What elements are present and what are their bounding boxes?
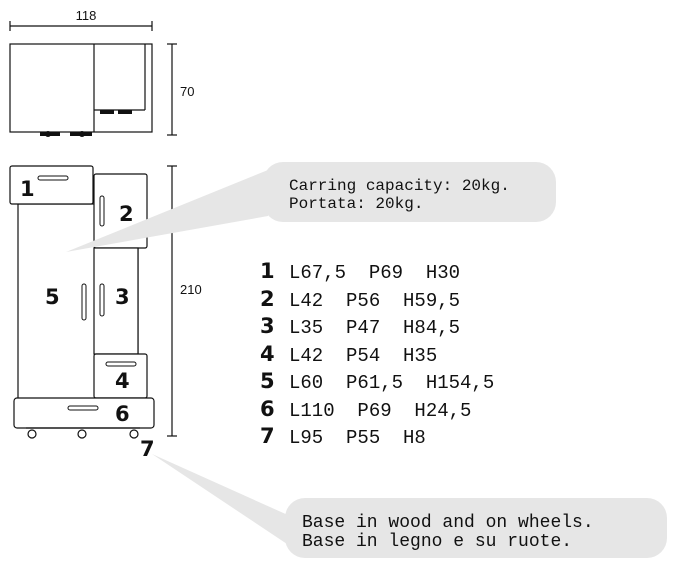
part-label-6: 6 <box>115 402 130 426</box>
base-callout: Base in wood and on wheels. Base in legn… <box>152 454 667 558</box>
spec-list: 1 L67,5 P69 H30 2 L42 P56 H59,5 3 L35 P4… <box>260 259 494 449</box>
wheel-right <box>129 429 139 439</box>
part-label-2: 2 <box>119 202 134 226</box>
module-1-handle <box>37 175 69 181</box>
top-view-outline <box>9 43 153 133</box>
part-label-3: 3 <box>115 285 130 309</box>
part-label-4: 4 <box>115 369 130 393</box>
top-view-wheel-2 <box>79 131 85 137</box>
spec-num-1: 1 <box>260 259 275 283</box>
top-view-wheel-1 <box>45 131 51 137</box>
spec-num-5: 5 <box>260 369 275 393</box>
height-dimension-label: 210 <box>180 282 202 297</box>
wheel-left <box>27 429 37 439</box>
base-callout-pointer <box>152 454 290 546</box>
spec-num-4: 4 <box>260 342 275 366</box>
part-label-7: 7 <box>140 437 155 461</box>
part-label-5: 5 <box>45 285 60 309</box>
base-text-it: Base in legno e su ruote. <box>302 532 572 552</box>
spec-text-4: L42 P54 H35 <box>289 345 437 367</box>
width-dimension-label: 118 <box>76 8 97 23</box>
module-5-handle <box>81 283 87 321</box>
part-label-1: 1 <box>20 177 35 201</box>
capacity-text-it: Portata: 20kg. <box>289 195 423 213</box>
base-text-en: Base in wood and on wheels. <box>302 513 594 533</box>
spec-text-3: L35 P47 H84,5 <box>289 317 460 339</box>
spec-text-7: L95 P55 H8 <box>289 427 426 449</box>
capacity-callout-bubble <box>263 162 556 222</box>
spec-text-1: L67,5 P69 H30 <box>289 262 460 284</box>
wheel-middle <box>77 429 87 439</box>
spec-text-2: L42 P56 H59,5 <box>289 290 460 312</box>
module-6-handle <box>67 405 99 411</box>
spec-num-2: 2 <box>260 287 275 311</box>
module-2-handle <box>99 195 105 227</box>
module-1 <box>9 165 94 205</box>
capacity-callout: Carring capacity: 20kg. Portata: 20kg. <box>66 162 556 252</box>
module-6 <box>13 397 155 429</box>
spec-text-6: L110 P69 H24,5 <box>289 400 471 422</box>
spec-num-7: 7 <box>260 424 275 448</box>
front-view: 210 1 2 3 4 5 6 7 <box>9 165 202 461</box>
depth-dimension-label: 70 <box>180 84 194 99</box>
capacity-text-en: Carring capacity: 20kg. <box>289 177 510 195</box>
top-view: 118 70 <box>9 8 194 137</box>
module-4-handle <box>105 361 137 367</box>
capacity-callout-pointer <box>66 170 268 252</box>
base-callout-bubble <box>285 498 667 558</box>
spec-num-6: 6 <box>260 397 275 421</box>
spec-text-5: L60 P61,5 H154,5 <box>289 372 494 394</box>
spec-num-3: 3 <box>260 314 275 338</box>
module-3-handle <box>99 283 105 317</box>
